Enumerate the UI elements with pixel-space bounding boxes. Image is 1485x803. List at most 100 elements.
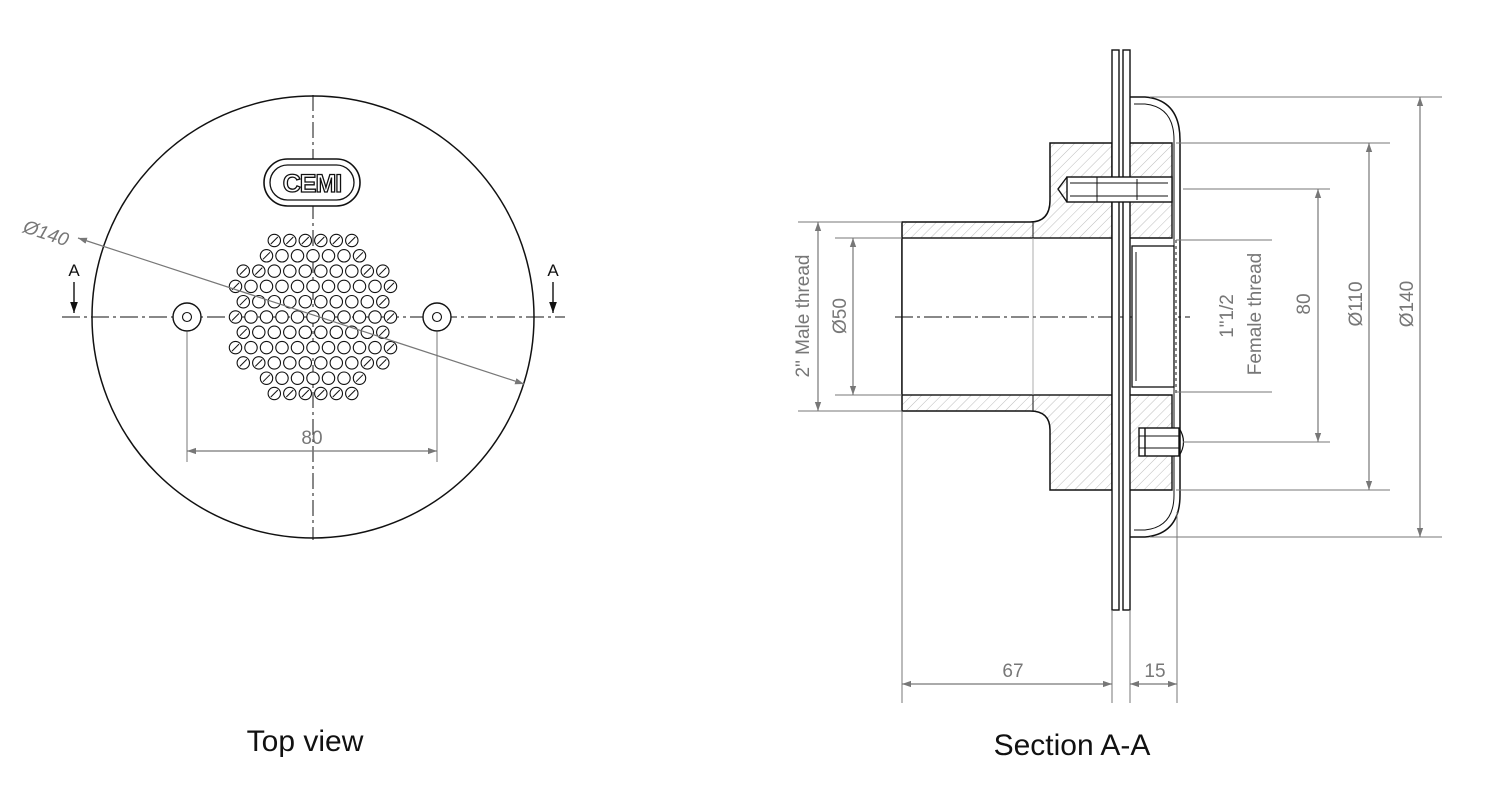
bolt-circle-label: 80 <box>1294 293 1315 314</box>
drain-hole <box>321 371 336 385</box>
partial-hole-mark <box>347 389 356 398</box>
drain-hole <box>321 249 336 263</box>
drain-hole <box>329 294 344 309</box>
female-thread-label: Female thread <box>1245 253 1266 376</box>
drain-hole <box>306 249 320 263</box>
drain-hole <box>259 279 274 294</box>
section-marker-right: A <box>547 261 559 313</box>
svg-text:A: A <box>68 261 80 280</box>
drain-hole <box>275 340 289 355</box>
drain-hole <box>283 356 297 370</box>
drain-hole <box>314 356 328 370</box>
drain-hole <box>337 279 351 294</box>
drain-hole <box>244 279 258 294</box>
drain-hole <box>329 325 344 340</box>
drain-hole <box>298 264 313 278</box>
outer-diameter-label: Ø140 <box>1397 281 1418 327</box>
drain-hole <box>345 294 359 309</box>
section-view-caption: Section A-A <box>994 729 1151 762</box>
drain-hole <box>337 310 351 324</box>
svg-text:A: A <box>547 261 559 280</box>
drain-hole <box>283 264 297 278</box>
drain-hole <box>283 325 297 340</box>
drain-hole <box>321 340 336 355</box>
partial-hole-mark <box>285 389 294 398</box>
inner-diameter-label: Ø50 <box>830 298 851 334</box>
flange-diameter-dimension: Ø110 <box>1176 142 1390 491</box>
drain-hole <box>298 294 313 309</box>
hole-spacing-label: 80 <box>301 428 322 449</box>
partial-hole-mark <box>270 389 279 398</box>
female-thread-dimension: 1"1/2 Female thread <box>1176 239 1272 393</box>
drain-hole-pattern <box>228 233 398 401</box>
drain-hole <box>290 340 305 355</box>
screw-bottom <box>1138 427 1185 457</box>
diameter-label: Ø140 <box>20 216 72 251</box>
cemi-logo: CEMI <box>263 158 361 207</box>
drain-hole <box>345 356 359 370</box>
drain-hole <box>314 325 328 340</box>
drain-hole <box>259 340 274 355</box>
drain-hole <box>337 371 351 385</box>
drain-hole <box>368 279 382 294</box>
drain-hole <box>306 279 320 294</box>
outer-diameter-dimension: Ø140 <box>1150 96 1442 538</box>
male-thread-dimension: 2" Male thread <box>793 221 902 412</box>
drain-hole <box>306 310 320 324</box>
drain-hole <box>306 340 320 355</box>
wall-plate-1 <box>1111 49 1120 611</box>
drain-hole <box>360 294 375 309</box>
grate-profile <box>1130 96 1181 538</box>
drain-hole <box>275 249 289 263</box>
partial-hole-mark <box>332 389 341 398</box>
drain-hole <box>352 279 367 294</box>
grate-depth-dimension: 15 <box>1129 512 1178 703</box>
male-thread-label: 2" Male thread <box>793 255 814 378</box>
screw-top <box>1057 176 1173 203</box>
wall-plate-2 <box>1122 49 1131 611</box>
drain-hole <box>244 310 258 324</box>
drain-hole <box>259 310 274 324</box>
screw-hole-left <box>172 302 202 332</box>
partial-hole-mark <box>301 389 310 398</box>
drain-hole <box>329 356 344 370</box>
hole-spacing-dimension: 80 <box>186 332 438 462</box>
bolt-circle-dimension: 80 <box>1183 188 1330 443</box>
drain-hole <box>290 310 305 324</box>
drain-hole <box>306 371 320 385</box>
grate-depth-label: 15 <box>1144 661 1165 682</box>
drain-hole <box>290 371 305 385</box>
female-thread-size-label: 1"1/2 <box>1217 294 1238 338</box>
flange-diameter-label: Ø110 <box>1346 281 1367 326</box>
drain-hole <box>337 340 351 355</box>
drain-hole <box>321 279 336 294</box>
drain-hole <box>290 279 305 294</box>
drain-hole <box>244 340 258 355</box>
drain-hole <box>337 249 351 263</box>
drain-hole <box>275 310 289 324</box>
drain-hole <box>275 279 289 294</box>
drain-hole <box>352 340 367 355</box>
drain-hole <box>329 264 344 278</box>
drain-hole <box>290 249 305 263</box>
drain-hole <box>298 325 313 340</box>
length-label: 67 <box>1002 661 1023 682</box>
top-view-caption: Top view <box>247 725 364 758</box>
drain-hole <box>345 264 359 278</box>
drain-hole <box>352 310 367 324</box>
drain-hole <box>314 264 328 278</box>
section-marker-left: A <box>68 261 80 313</box>
drain-hole <box>368 340 382 355</box>
drain-hole <box>267 325 282 340</box>
top-view: CEMI Ø140 80 A A <box>20 95 565 758</box>
screw-hole-right <box>422 302 452 332</box>
drain-hole <box>267 356 282 370</box>
partial-hole-mark <box>316 389 325 398</box>
section-view: 2" Male thread Ø50 1"1/2 Female thread 8… <box>793 49 1442 762</box>
drain-hole <box>267 264 282 278</box>
drain-hole <box>275 371 289 385</box>
drain-hole <box>368 310 382 324</box>
inner-diameter-dimension: Ø50 <box>830 237 902 396</box>
drain-hole <box>252 325 266 340</box>
